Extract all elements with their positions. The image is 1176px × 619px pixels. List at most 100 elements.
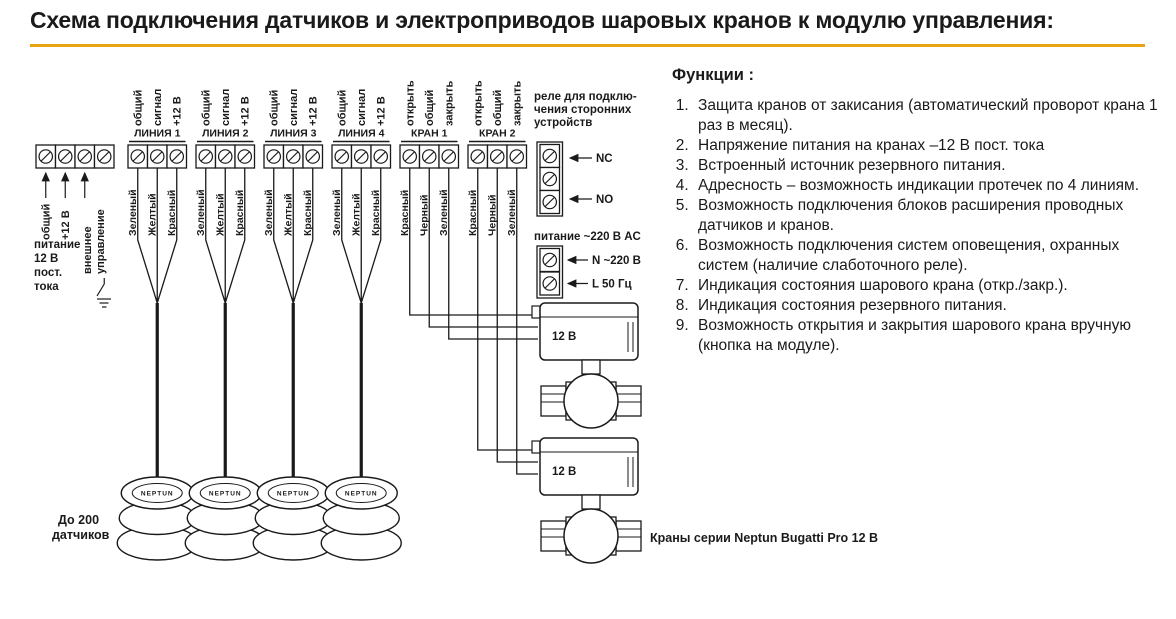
screw-terminal xyxy=(166,144,188,169)
terminal-label: +12 В xyxy=(240,96,252,126)
terminal-label: общий xyxy=(337,90,349,126)
mains-l-label: L 50 Гц xyxy=(592,279,632,291)
terminal-label: закрыть xyxy=(512,81,524,126)
wire-color-label: Желтый xyxy=(282,193,294,237)
screw-terminal xyxy=(146,144,168,169)
screw-terminal xyxy=(127,144,149,169)
terminal-label: +12 В xyxy=(60,210,72,240)
terminal-label: +12 В xyxy=(172,96,184,126)
wire-color-label: Красный xyxy=(399,190,411,236)
screw-terminal xyxy=(467,144,489,169)
relay-caption: чения сторонних xyxy=(534,104,632,116)
line-group-1: общий сигнал +12 В ЛИНИЯ 1 Зеленый Желты… xyxy=(127,89,188,480)
relay-contact-label: NO xyxy=(596,194,613,206)
group-label: ЛИНИЯ 4 xyxy=(338,128,385,140)
wire-color-label: Зеленый xyxy=(331,189,343,236)
wire-color-label: Черный xyxy=(486,195,498,236)
power-caption: пост. xyxy=(34,267,62,279)
relay-contact-label: NC xyxy=(596,153,613,165)
function-item-2: Напряжение питания на кранах –12 В пост.… xyxy=(693,136,1164,156)
wire-color-label: Желтый xyxy=(350,193,362,237)
function-item-9: Возможность открытия и закрытия шарового… xyxy=(693,316,1164,356)
valve-group-1: открыть общий закрыть КРАН 1 Красный Чер… xyxy=(399,80,538,340)
wire-color-label: Зеленый xyxy=(127,189,139,236)
terminal-label: сигнал xyxy=(288,89,300,126)
screw-terminal xyxy=(74,144,96,169)
wire-color-label: Зеленый xyxy=(506,189,518,236)
group-label: КРАН 2 xyxy=(479,128,516,140)
terminal-label: +12 В xyxy=(376,96,388,126)
sensor-4: NEPTUN xyxy=(320,476,402,561)
functions-panel: Функции : Защита кранов от закисания (ав… xyxy=(672,66,1164,356)
valve-group-2: открыть общий закрыть КРАН 2 Красный Чер… xyxy=(467,80,538,475)
terminal-label: +12 В xyxy=(308,96,320,126)
screw-terminal xyxy=(350,144,372,169)
terminal-label: открыть xyxy=(473,80,485,126)
valves-caption: Краны серии Neptun Bugatti Pro 12 В xyxy=(650,531,878,545)
screw-terminal xyxy=(331,144,353,169)
terminal-label: сигнал xyxy=(220,89,232,126)
functions-heading: Функции : xyxy=(672,66,754,84)
screw-terminal xyxy=(399,144,421,169)
screw-terminal xyxy=(418,144,440,169)
function-item-6: Возможность подключения систем оповещени… xyxy=(693,236,1164,276)
sensor-brand-label: NEPTUN xyxy=(141,491,174,498)
line-group-3: общий сигнал +12 В ЛИНИЯ 3 Зеленый Желты… xyxy=(263,89,324,480)
sensor-brand-label: NEPTUN xyxy=(277,491,310,498)
valve-voltage-label: 12 В xyxy=(552,466,576,478)
terminal-label: общий xyxy=(201,90,213,126)
power-caption: тока xyxy=(34,281,59,293)
group-label: ЛИНИЯ 3 xyxy=(270,128,317,140)
screw-terminal xyxy=(263,144,285,169)
external-control-label: управление xyxy=(95,209,107,274)
wire-color-label: Красный xyxy=(302,190,314,236)
wire-color-label: Зеленый xyxy=(263,189,275,236)
wire-color-label: Красный xyxy=(166,190,178,236)
terminal-label: общий xyxy=(424,90,436,126)
power-caption: 12 В xyxy=(34,253,58,265)
power-caption: питание xyxy=(34,239,80,251)
relay-block: реле для подклю- чения сторонних устройс… xyxy=(534,91,637,217)
screw-terminal xyxy=(234,144,256,169)
wire-color-label: Красный xyxy=(234,190,246,236)
function-item-7: Индикация состояния шарового крана (откр… xyxy=(693,276,1164,296)
screw-terminal xyxy=(35,144,57,169)
wire-color-label: Зеленый xyxy=(195,189,207,236)
terminal-label: общий xyxy=(41,204,53,240)
screw-terminal xyxy=(539,143,561,169)
wire-color-label: Зеленый xyxy=(438,189,450,236)
screw-terminal xyxy=(506,144,528,169)
wire-color-label: Желтый xyxy=(214,193,226,237)
relay-caption: устройств xyxy=(534,117,592,129)
title-underline xyxy=(30,44,1145,47)
terminal-label: общий xyxy=(269,90,281,126)
function-item-4: Адресность – возможность индикации проте… xyxy=(693,176,1164,196)
sensor-3: NEPTUN xyxy=(252,476,334,561)
screw-terminal xyxy=(370,144,392,169)
screw-terminal xyxy=(438,144,460,169)
mains-caption: питание ~220 В AC xyxy=(534,231,641,243)
screw-terminal xyxy=(302,144,324,169)
line-group-4: общий сигнал +12 В ЛИНИЯ 4 Зеленый Желты… xyxy=(331,89,392,480)
screw-terminal xyxy=(539,189,561,215)
sensor-count-label: датчиков xyxy=(52,528,110,542)
terminal-label: сигнал xyxy=(356,89,368,126)
ball-valve-2: 12 В xyxy=(531,437,642,564)
screw-terminal xyxy=(93,144,115,169)
mains-n-label: N ~220 В xyxy=(592,255,641,267)
sensor-2: NEPTUN xyxy=(184,476,266,561)
function-item-5: Возможность подключения блоков расширени… xyxy=(693,196,1164,236)
line-group-2: общий сигнал +12 В ЛИНИЯ 2 Зеленый Желты… xyxy=(195,89,256,480)
mains-power-block: питание ~220 В AC N ~220 В L 50 Гц xyxy=(534,231,641,299)
terminal-label: закрыть xyxy=(444,81,456,126)
group-label: ЛИНИЯ 2 xyxy=(202,128,249,140)
screw-terminal xyxy=(539,247,561,273)
screw-terminal xyxy=(539,166,561,192)
external-control-label: внешнее xyxy=(82,226,94,274)
wire-color-label: Черный xyxy=(418,195,430,236)
functions-list: Защита кранов от закисания (автоматическ… xyxy=(672,96,1164,356)
terminal-label: общий xyxy=(133,90,145,126)
screw-terminal xyxy=(539,271,561,296)
power-input-terminals xyxy=(35,144,115,169)
